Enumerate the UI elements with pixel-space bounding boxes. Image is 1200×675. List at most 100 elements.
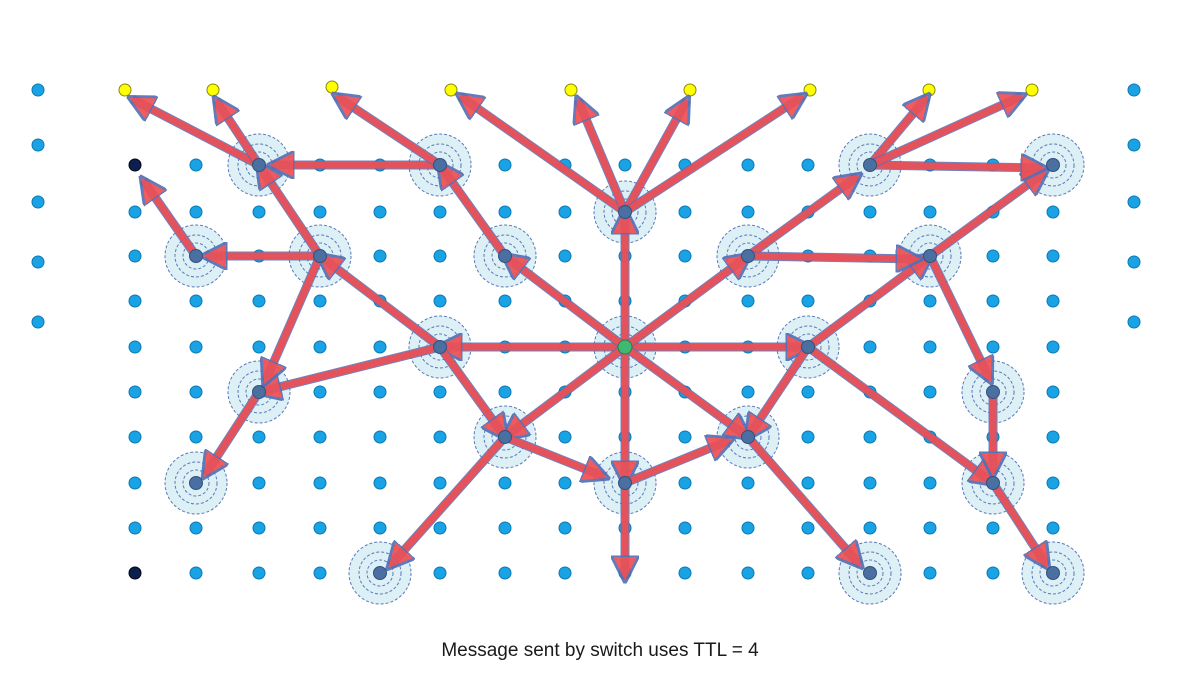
- switch-node: [678, 476, 692, 490]
- switch-node: [373, 340, 387, 354]
- switch-node: [1046, 521, 1060, 535]
- switch-node: [741, 521, 755, 535]
- switch-node: [433, 385, 447, 399]
- switch-node: [801, 430, 815, 444]
- switch-node: [923, 205, 937, 219]
- message-arrow: [503, 432, 605, 477]
- relay-switch-node: [1046, 158, 1060, 172]
- switch-node: [801, 566, 815, 580]
- switch-node: [863, 340, 877, 354]
- switch-node: [189, 294, 203, 308]
- relay-switch-node: [863, 566, 877, 580]
- switch-node: [31, 83, 45, 97]
- origin-switch-node: [617, 339, 633, 355]
- message-arrow: [927, 172, 1045, 260]
- switch-node: [678, 566, 692, 580]
- message-arrow: [265, 254, 325, 382]
- switch-node: [189, 385, 203, 399]
- relay-switch-node: [252, 158, 266, 172]
- switch-node: [189, 566, 203, 580]
- switch-node: [313, 521, 327, 535]
- switch-node: [558, 430, 572, 444]
- message-arrow: [622, 256, 748, 351]
- relay-switch-node: [741, 430, 755, 444]
- switch-node: [433, 430, 447, 444]
- switch-node: [863, 521, 877, 535]
- switch-node: [373, 249, 387, 263]
- switch-node: [863, 476, 877, 490]
- switch-node: [986, 249, 1000, 263]
- switch-node: [313, 294, 327, 308]
- switch-node: [678, 430, 692, 444]
- message-arrow: [744, 434, 860, 565]
- switch-node: [189, 205, 203, 219]
- switch-node: [128, 430, 142, 444]
- switch-node: [373, 205, 387, 219]
- message-arrow: [623, 440, 730, 488]
- switch-node: [128, 294, 142, 308]
- switch-node: [923, 566, 937, 580]
- switch-node: [498, 385, 512, 399]
- switch-node: [31, 138, 45, 152]
- switch-node: [433, 566, 447, 580]
- switch-node: [741, 205, 755, 219]
- switch-node: [801, 385, 815, 399]
- switch-node: [31, 195, 45, 209]
- diagram-caption: Message sent by switch uses TTL = 4: [441, 640, 759, 661]
- dark-switch-node: [128, 158, 142, 172]
- relay-switch-node: [923, 249, 937, 263]
- message-arrow: [869, 165, 1043, 168]
- relay-switch-node: [433, 158, 447, 172]
- relay-switch-node: [498, 249, 512, 263]
- switch-node: [801, 476, 815, 490]
- message-arrow: [622, 343, 748, 437]
- switch-node: [189, 340, 203, 354]
- relay-switch-node: [189, 249, 203, 263]
- message-arrow: [747, 256, 918, 259]
- message-arrow: [259, 165, 324, 259]
- message-arrow: [336, 96, 443, 169]
- switch-node: [986, 566, 1000, 580]
- switch-node: [498, 158, 512, 172]
- switch-node: [433, 294, 447, 308]
- switch-node: [1046, 340, 1060, 354]
- switch-node: [741, 385, 755, 399]
- switch-node: [1046, 476, 1060, 490]
- switch-node: [986, 294, 1000, 308]
- switch-node: [189, 430, 203, 444]
- switch-node: [252, 294, 266, 308]
- message-arrow: [440, 165, 509, 259]
- relay-switch-node: [618, 476, 632, 490]
- switch-node: [189, 158, 203, 172]
- message-arrow: [390, 434, 509, 566]
- relay-switch-node: [986, 385, 1000, 399]
- switch-node: [252, 521, 266, 535]
- switch-node: [252, 430, 266, 444]
- switch-node: [128, 476, 142, 490]
- relay-switch-node: [189, 476, 203, 490]
- switch-node: [1127, 255, 1141, 269]
- message-arrow: [745, 176, 858, 260]
- switch-node: [1046, 249, 1060, 263]
- switch-node: [558, 249, 572, 263]
- message-arrow: [622, 96, 803, 216]
- switch-node: [373, 430, 387, 444]
- relay-switch-node: [313, 249, 327, 263]
- switch-node: [1046, 430, 1060, 444]
- relay-switch-node: [498, 430, 512, 444]
- relay-switch-node: [373, 566, 387, 580]
- message-arrow: [925, 254, 990, 380]
- relay-switch-node: [741, 249, 755, 263]
- switch-node: [678, 521, 692, 535]
- message-arrows: [132, 96, 1047, 578]
- switch-node: [741, 476, 755, 490]
- switch-node: [128, 205, 142, 219]
- switch-node: [373, 385, 387, 399]
- edge-switch-node: [206, 83, 220, 97]
- switch-node: [1046, 205, 1060, 219]
- message-arrow: [460, 96, 628, 216]
- message-arrow: [320, 256, 443, 351]
- switch-node: [433, 476, 447, 490]
- switch-node: [558, 476, 572, 490]
- relay-switches: [189, 158, 1060, 580]
